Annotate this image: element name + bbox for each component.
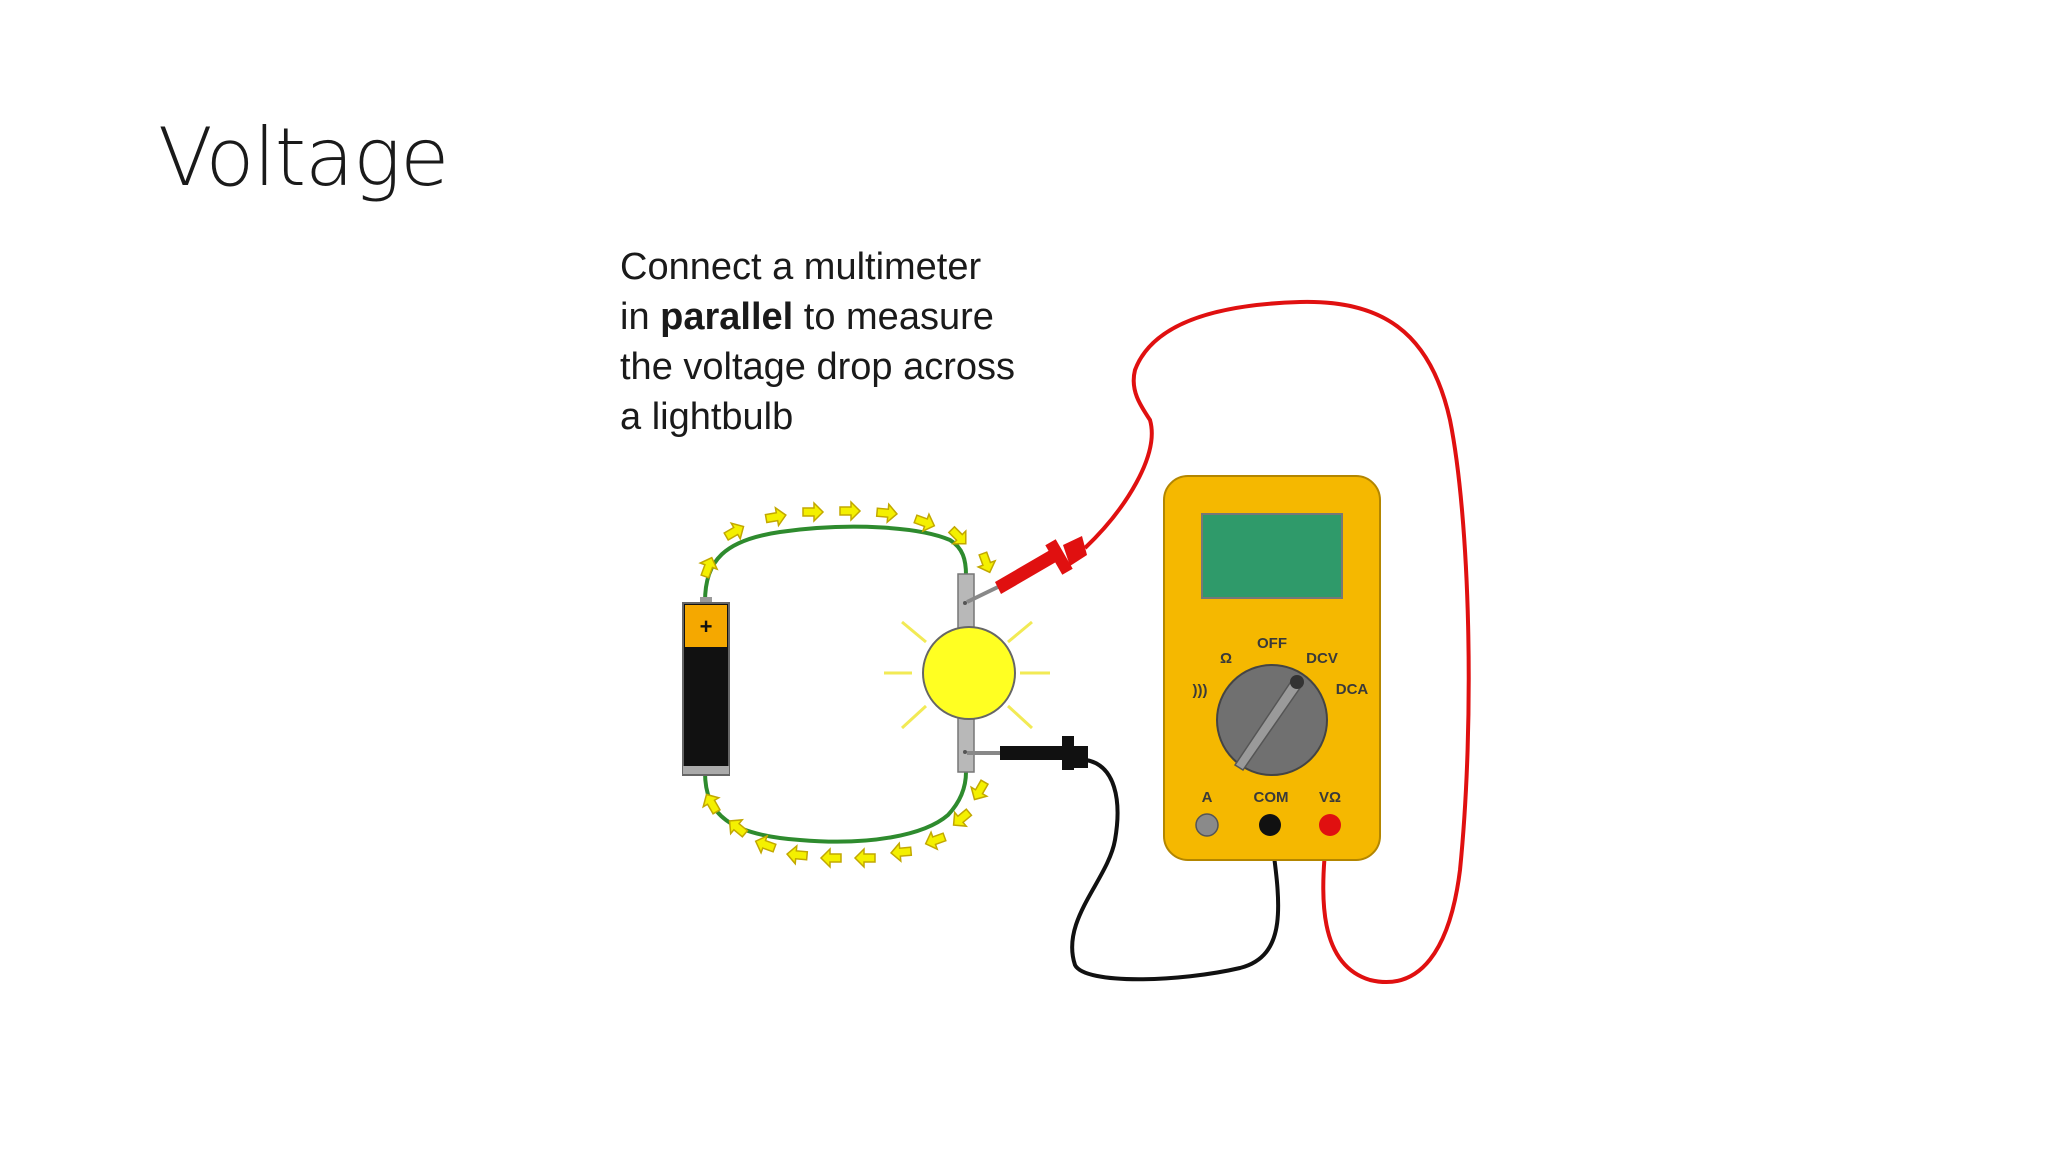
battery-positive-band xyxy=(685,605,727,647)
dial-label-dca: DCA xyxy=(1336,681,1369,698)
red-probe-guard xyxy=(1045,539,1073,575)
jack-label-com: COM xyxy=(1254,789,1289,806)
dial-label-off: OFF xyxy=(1257,635,1287,652)
top-wire xyxy=(703,524,968,603)
jack-vohm xyxy=(1319,814,1341,836)
yellow-arrow-icon xyxy=(921,827,949,853)
black-probe-handle xyxy=(1000,746,1062,760)
yellow-arrow-icon xyxy=(854,848,876,868)
black-probe-wire xyxy=(1070,758,1281,982)
caption-line-2-prefix: in xyxy=(620,296,661,338)
caption-emphasis-parallel: parallel xyxy=(660,296,794,338)
continuity-icon: ))) xyxy=(1193,682,1208,699)
yellow-arrow-icon xyxy=(965,776,994,805)
caption-line-2-suffix: to measure xyxy=(793,296,994,338)
bottom-wire xyxy=(703,771,968,844)
multimeter-screen xyxy=(1201,513,1343,599)
caption-line-3: the voltage drop across xyxy=(620,346,1016,388)
yellow-arrow-icon xyxy=(723,813,752,842)
dial-label-ohm: Ω xyxy=(1220,650,1232,667)
red-probe-tip xyxy=(966,584,1001,604)
bulb-glass xyxy=(922,626,1016,720)
battery-plus-label: + xyxy=(700,614,713,639)
selector-knob-dot xyxy=(1290,675,1304,689)
battery-base xyxy=(683,766,729,774)
black-probe-guard xyxy=(1062,736,1074,770)
battery-terminal xyxy=(700,597,712,605)
caption-line-1: Connect a multimeter xyxy=(620,246,982,288)
diagram-caption: Connect a multimeter in parallel to meas… xyxy=(620,242,1140,442)
multimeter: OFF DCV DCA Ω ))) A COM VΩ xyxy=(1163,475,1381,861)
yellow-arrow-icon xyxy=(763,505,789,529)
yellow-arrow-icon xyxy=(697,789,726,818)
battery: + xyxy=(682,597,730,776)
yellow-arrow-icon xyxy=(889,841,913,863)
jack-label-vohm: VΩ xyxy=(1319,789,1341,806)
yellow-arrow-icon xyxy=(820,848,842,868)
light-ray-icon xyxy=(884,620,1050,730)
slide-title: Voltage xyxy=(158,111,449,204)
jack-label-a: A xyxy=(1202,789,1213,806)
caption-line-4: a lightbulb xyxy=(620,396,794,438)
black-probe xyxy=(967,736,1088,770)
jack-com xyxy=(1259,814,1281,836)
yellow-arrow-icon xyxy=(802,502,824,522)
red-probe xyxy=(966,536,1087,604)
lightbulb xyxy=(922,573,1016,773)
yellow-arrow-icon xyxy=(973,549,999,577)
yellow-arrow-icon xyxy=(875,502,899,524)
yellow-arrow-icon xyxy=(785,844,809,866)
yellow-arrow-icon xyxy=(839,501,861,521)
red-probe-handle xyxy=(995,550,1056,594)
dial-label-dcv: DCV xyxy=(1306,650,1338,667)
red-probe-wire xyxy=(1083,299,1471,984)
jack-a xyxy=(1195,813,1219,837)
caption-line-2: in parallel to measure xyxy=(620,292,1140,342)
